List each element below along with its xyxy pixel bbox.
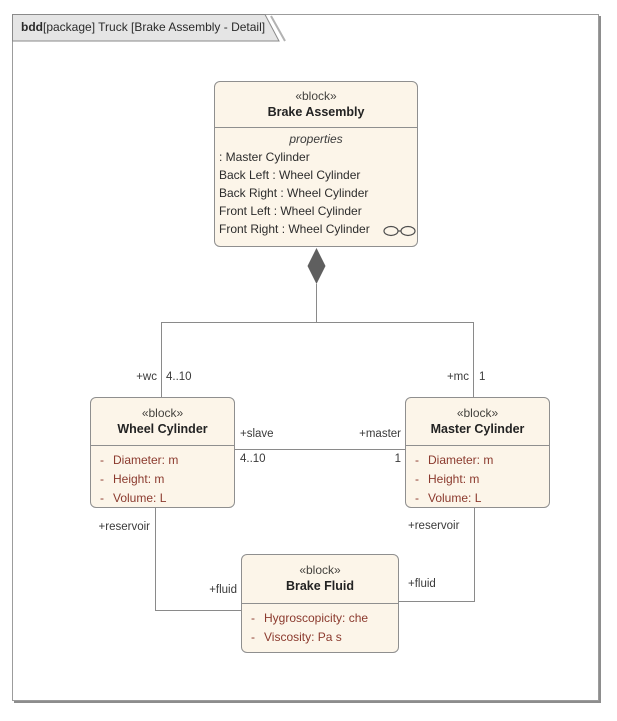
attribute-row: -Diameter: m	[410, 451, 545, 470]
block-name: Brake Fluid	[285, 579, 355, 593]
role-label-reservoir-left[interactable]: +reservoir	[98, 521, 150, 533]
attribute-row: -Height: m	[95, 470, 230, 489]
property-row: Front Left : Wheel Cylinder	[219, 204, 362, 218]
compartment-title: properties	[289, 132, 343, 146]
block-master-cylinder[interactable]: «block» Master Cylinder -Diameter: m -He…	[405, 397, 550, 508]
attribute-text: Height: m	[113, 472, 165, 486]
block-brake-assembly[interactable]: «block» Brake Assembly properties : Mast…	[214, 81, 418, 247]
attributes-compartment: -Diameter: m -Height: m -Volume: L	[91, 446, 234, 507]
multiplicity-label-slave[interactable]: 4..10	[240, 453, 266, 465]
properties-compartment: properties : Master Cylinder Back Left :…	[215, 128, 417, 238]
block-brake-fluid[interactable]: «block» Brake Fluid -Hygroscopicity: che…	[241, 554, 399, 653]
block-wheel-cylinder[interactable]: «block» Wheel Cylinder -Diameter: m -Hei…	[90, 397, 235, 508]
property-row: Back Left : Wheel Cylinder	[219, 168, 361, 182]
stereotype-label: «block»	[295, 88, 337, 103]
visibility-marker: -	[100, 472, 104, 486]
frame-tab-label: bdd[package] Truck [Brake Assembly - Det…	[21, 20, 265, 34]
visibility-marker: -	[251, 611, 255, 625]
role-label-fluid-left[interactable]: +fluid	[209, 584, 237, 596]
visibility-marker: -	[100, 491, 104, 505]
visibility-marker: -	[415, 472, 419, 486]
visibility-marker: -	[251, 630, 255, 644]
attribute-text: Volume: L	[113, 491, 167, 505]
attribute-text: Viscosity: Pa s	[264, 630, 342, 644]
attribute-text: Hygroscopicity: che	[264, 611, 369, 625]
role-label-reservoir-right[interactable]: +reservoir	[408, 520, 460, 532]
role-label-fluid-right[interactable]: +fluid	[408, 578, 436, 590]
attribute-row: -Viscosity: Pa s	[246, 628, 394, 647]
visibility-marker: -	[100, 453, 104, 467]
role-label-wc[interactable]: +wc	[136, 371, 157, 383]
attribute-row: -Volume: L	[95, 489, 230, 507]
frame-keyword: bdd	[21, 20, 43, 34]
multiplicity-label-master[interactable]: 1	[394, 453, 401, 465]
stereotype-label: «block»	[141, 405, 184, 420]
block-header: «block» Brake Assembly	[215, 82, 417, 128]
attribute-text: Volume: L	[428, 491, 482, 505]
block-name: Master Cylinder	[430, 421, 525, 436]
visibility-marker: -	[415, 491, 419, 505]
attribute-text: Height: m	[428, 472, 480, 486]
attribute-row: -Hygroscopicity: che	[246, 609, 394, 628]
attribute-row: -Volume: L	[410, 489, 545, 507]
block-header: «block» Brake Fluid	[242, 555, 398, 604]
role-label-master[interactable]: +master	[359, 428, 401, 440]
block-name: Wheel Cylinder	[117, 421, 208, 436]
attributes-compartment: -Diameter: m -Height: m -Volume: L	[406, 446, 549, 507]
multiplicity-label-wc[interactable]: 4..10	[166, 371, 192, 383]
block-header: «block» Wheel Cylinder	[91, 398, 234, 446]
role-label-mc[interactable]: +mc	[446, 371, 469, 383]
stereotype-label: «block»	[299, 563, 341, 577]
attribute-row: -Height: m	[410, 470, 545, 489]
attribute-row: -Diameter: m	[95, 451, 230, 470]
stereotype-label: «block»	[456, 405, 499, 420]
attributes-compartment: -Hygroscopicity: che -Viscosity: Pa s	[242, 604, 398, 647]
property-row: Front Right : Wheel Cylinder	[219, 222, 370, 236]
visibility-marker: -	[415, 453, 419, 467]
attribute-text: Diameter: m	[113, 453, 179, 467]
role-label-slave[interactable]: +slave	[240, 428, 274, 440]
block-name: Brake Assembly	[267, 104, 365, 119]
attribute-text: Diameter: m	[428, 453, 494, 467]
frame-title: [package] Truck [Brake Assembly - Detail…	[43, 20, 266, 34]
property-row: : Master Cylinder	[219, 150, 310, 164]
block-header: «block» Master Cylinder	[406, 398, 549, 446]
multiplicity-label-mc[interactable]: 1	[479, 371, 486, 383]
property-row: Back Right : Wheel Cylinder	[219, 186, 369, 200]
